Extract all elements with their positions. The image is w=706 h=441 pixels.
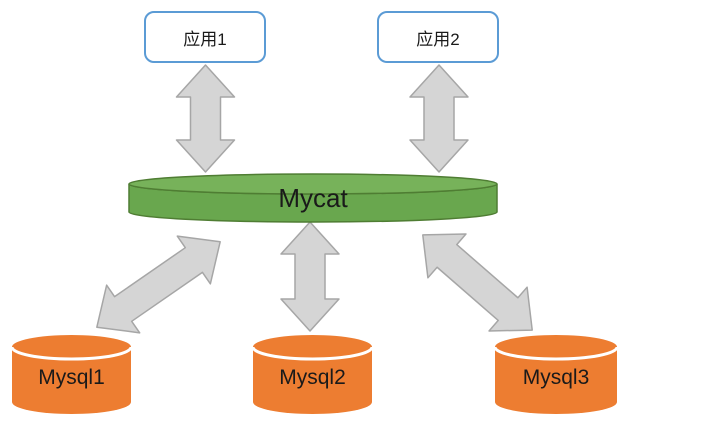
app2-box — [377, 11, 499, 63]
mycat-disk — [128, 173, 498, 223]
mysql3-cylinder — [493, 335, 619, 414]
double-arrow-icon — [409, 64, 469, 173]
arrow-app2-to-mycat-icon — [409, 64, 469, 173]
cylinder-lid-arc — [251, 346, 374, 361]
cylinder-body — [253, 335, 372, 414]
arrow-mycat-to-mysql3-icon — [422, 233, 533, 332]
cylinder-body — [12, 335, 131, 414]
arrow-mycat-to-mysql1-icon — [96, 235, 221, 334]
double-arrow-icon — [422, 233, 533, 332]
double-arrow-icon — [175, 64, 236, 173]
cylinder-lid-arc — [10, 346, 133, 361]
mycat-disk-top — [128, 173, 498, 195]
cylinder-lid-arc — [493, 346, 619, 361]
app1-box — [144, 11, 266, 63]
mysql1-cylinder — [10, 335, 133, 414]
mysql2-cylinder — [251, 335, 374, 414]
double-arrow-icon — [280, 221, 340, 332]
cylinder-body — [495, 335, 617, 414]
arrow-mycat-to-mysql2-icon — [280, 221, 340, 332]
arrow-app1-to-mycat-icon — [175, 64, 236, 173]
double-arrow-icon — [96, 235, 221, 334]
